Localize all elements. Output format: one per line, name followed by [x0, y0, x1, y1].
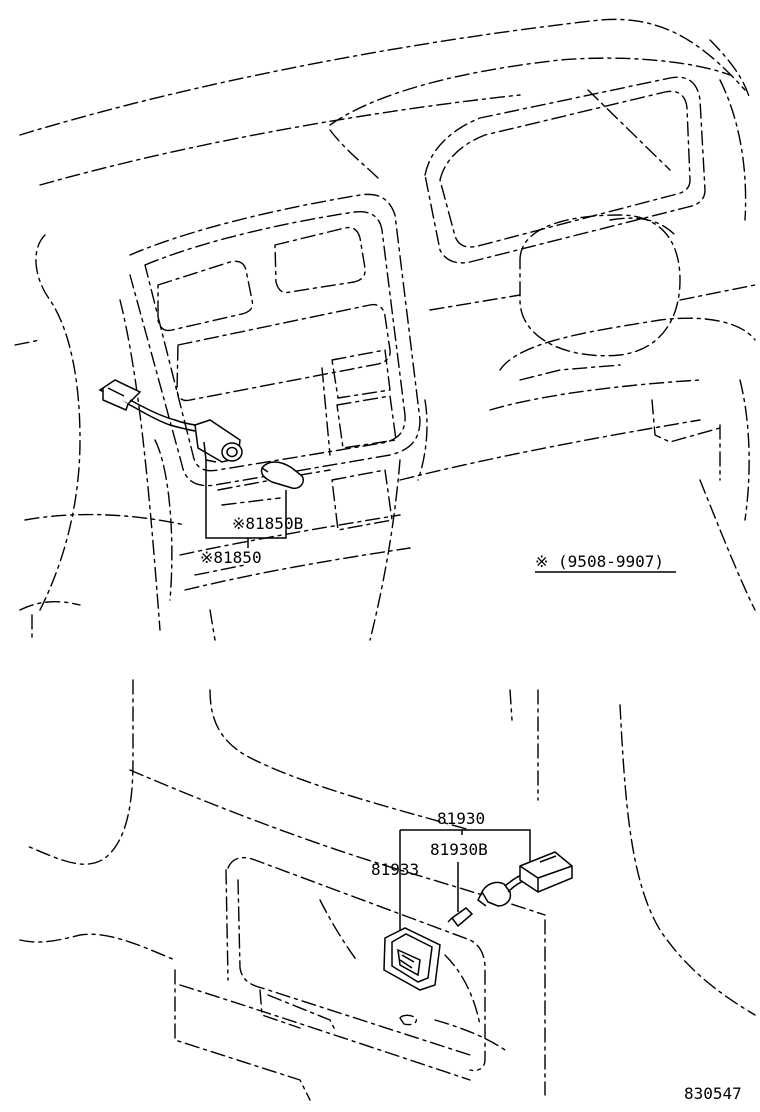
leader-lines-bottom	[399, 829, 531, 930]
drawing-number: 830547	[684, 1084, 742, 1103]
bulb-81850B	[260, 461, 304, 490]
part-label-81850B: ※81850B	[232, 514, 303, 533]
leader-lines-top	[205, 460, 287, 548]
part-label-81930: 81930	[437, 809, 485, 828]
bulb-81930B	[447, 907, 474, 928]
dashboard-outline	[14, 18, 756, 641]
socket-assembly-81850	[98, 379, 243, 463]
lamp-housing-81933	[383, 927, 441, 991]
part-label-81930B: 81930B	[430, 840, 488, 859]
trunk-outline	[19, 679, 756, 1101]
part-label-81933: 81933	[371, 860, 419, 879]
period-note: ※ (9508-9907)	[535, 552, 664, 571]
part-label-81850: ※81850	[200, 548, 262, 567]
socket-assembly-81930	[477, 851, 573, 907]
